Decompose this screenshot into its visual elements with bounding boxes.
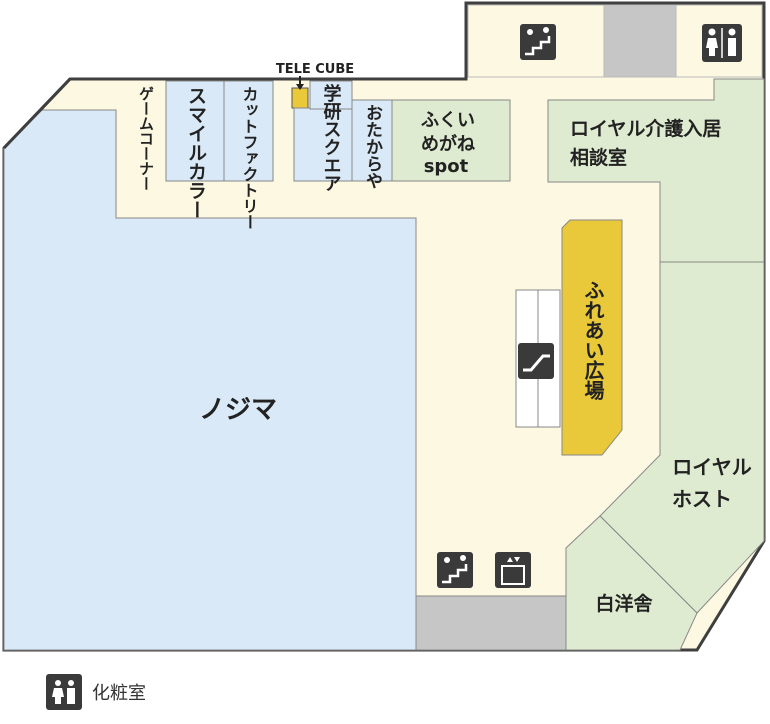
label-nojima: ノジマ xyxy=(199,395,277,425)
label-hakuyosha: 白洋舎 xyxy=(595,592,653,615)
elevator-icon xyxy=(495,552,531,588)
store-gakken-square-top xyxy=(309,80,353,110)
restroom-icon xyxy=(46,674,82,710)
stairs-icon xyxy=(520,24,556,60)
label-cut-factory: カットファクトリー xyxy=(240,86,259,230)
label-fukui-megane-1: ふくい xyxy=(421,110,475,131)
label-royal-host-1: ロイヤル xyxy=(672,455,751,479)
store-fukui-megane[interactable] xyxy=(391,99,511,182)
legend-restroom-label: 化粧室 xyxy=(92,683,146,704)
restroom-icon xyxy=(702,24,742,62)
label-fukui-megane-2: めがね xyxy=(421,133,475,155)
label-smile-color: スマイルカラー xyxy=(185,86,207,219)
label-royal-host-2: ホスト xyxy=(672,487,732,511)
legend: 化粧室 xyxy=(46,674,146,710)
label-telecube: TELE CUBE xyxy=(276,62,354,77)
label-royal-kaigo-2: 相談室 xyxy=(570,146,627,169)
escalator-icon xyxy=(518,343,554,379)
store-fureai-hiroba[interactable] xyxy=(561,219,623,456)
label-otakaraya: おたからや xyxy=(362,104,383,189)
label-game-corner: ゲームコーナー xyxy=(137,86,155,191)
label-fureai-hiroba: ふれあい広場 xyxy=(581,280,605,400)
store-nojima[interactable] xyxy=(3,109,417,651)
telecube-box[interactable] xyxy=(291,87,309,109)
label-gakken-square: 学研スクエア xyxy=(321,83,342,192)
label-royal-kaigo-1: ロイヤル介護入居 xyxy=(570,117,721,140)
gray-room-bottom xyxy=(415,595,567,651)
gray-room-top xyxy=(603,4,677,78)
label-fukui-megane-3: spot xyxy=(424,156,469,177)
stairs-icon xyxy=(437,552,473,588)
store-gakken-square[interactable] xyxy=(293,107,353,182)
store-cut-factory[interactable] xyxy=(223,80,274,182)
